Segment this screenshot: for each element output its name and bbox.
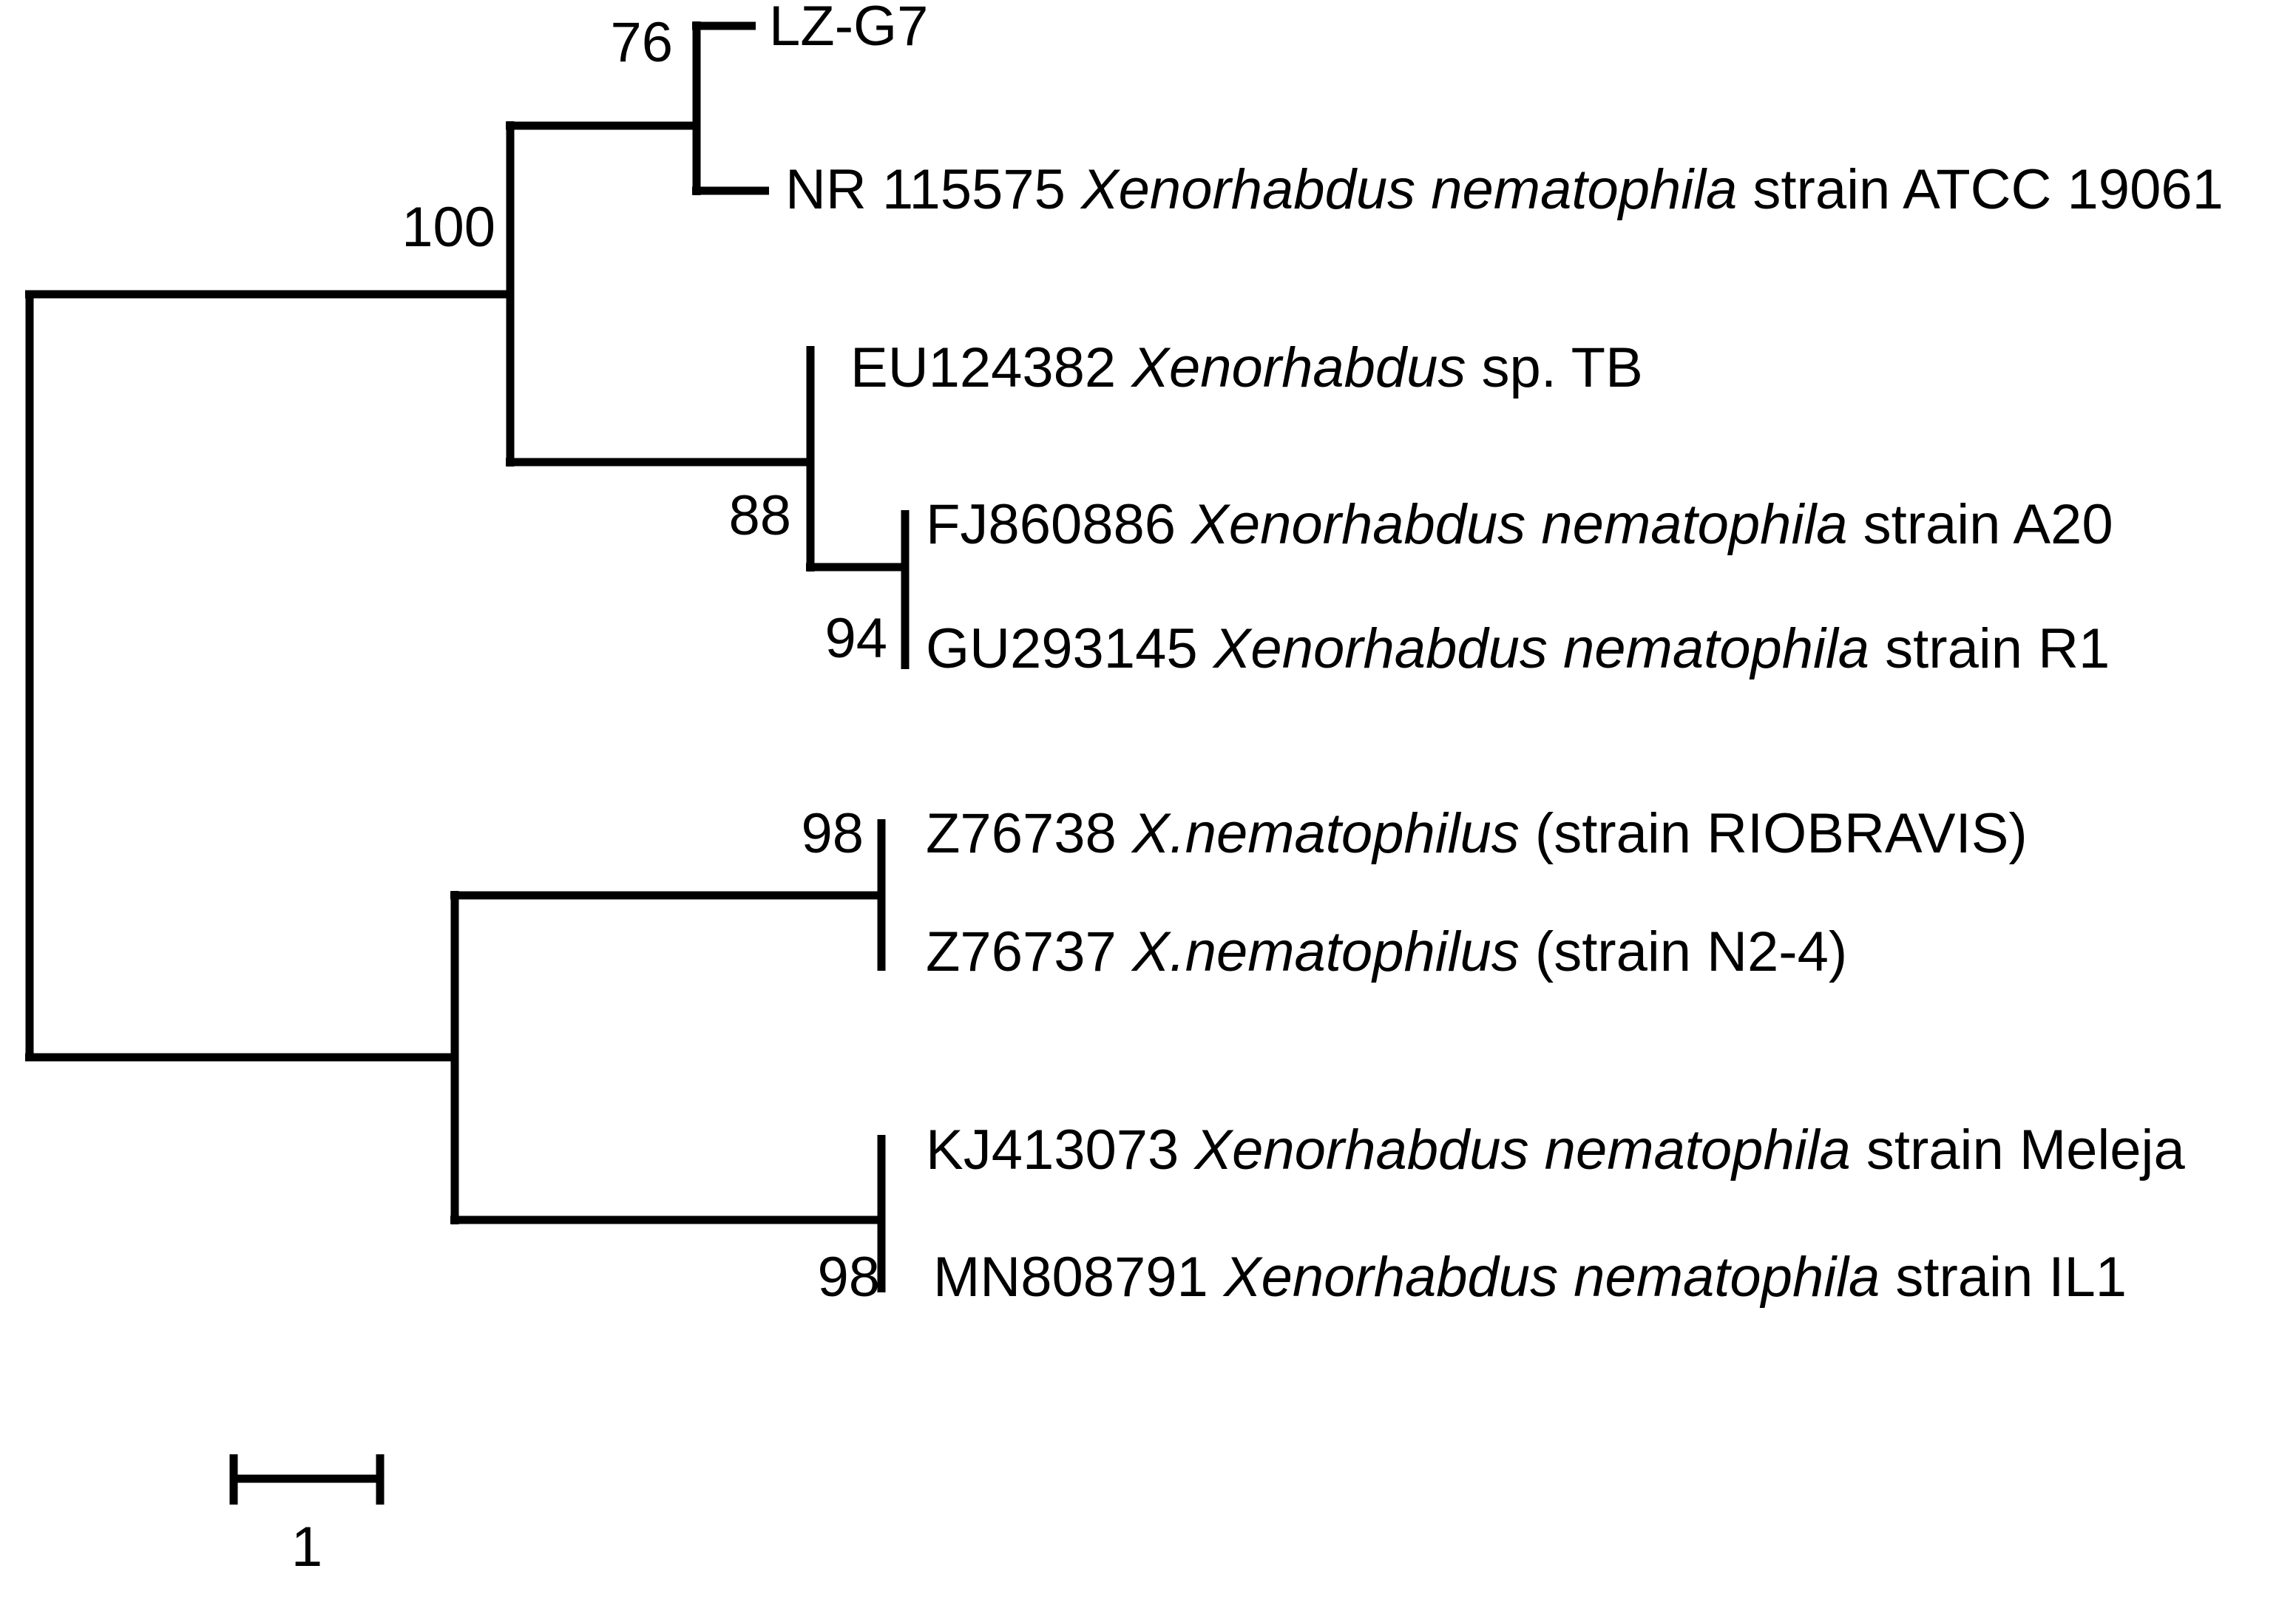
taxon-species-nr115575: Xenorhabdus nematophila: [1080, 158, 1738, 221]
bootstrap-label-98-lower: 98: [769, 1250, 880, 1306]
bootstrap-value-94: 94: [824, 607, 887, 670]
taxon-text-lz-g7: LZ-G7: [769, 0, 929, 58]
taxon-label-mn808791: MN808791 Xenorhabdus nematophila strain …: [933, 1250, 2127, 1306]
taxon-species-gu293145: Xenorhabdus nematophila: [1213, 617, 1870, 680]
scale-bar-value: 1: [291, 1516, 323, 1579]
taxon-accession-z76737: Z76737: [926, 920, 1132, 983]
taxon-accession-kj413073: KJ413073: [926, 1119, 1195, 1181]
taxon-label-lz-g7: LZ-G7: [769, 0, 928, 55]
taxon-label-z76737: Z76737 X.nematophilus (strain N2-4): [926, 924, 1847, 980]
taxon-accession-nr115575: NR 115575: [785, 158, 1081, 221]
bootstrap-value-88: 88: [728, 484, 791, 547]
taxon-strain-kj413073: strain Meleja: [1850, 1119, 2185, 1181]
taxon-strain-eu124382: sp. TB: [1466, 336, 1643, 399]
bootstrap-value-76: 76: [610, 11, 673, 74]
taxon-label-eu124382: EU124382 Xenorhabdus sp. TB: [850, 340, 1643, 396]
taxon-accession-z76738: Z76738: [926, 802, 1132, 865]
taxon-strain-fj860886: strain A20: [1847, 493, 2113, 556]
taxon-strain-nr115575: strain ATCC 19061: [1737, 158, 2224, 221]
taxon-label-nr115575: NR 115575 Xenorhabdus nematophila strain…: [785, 162, 2224, 218]
taxon-label-kj413073: KJ413073 Xenorhabdus nematophila strain …: [926, 1122, 2185, 1179]
bootstrap-label-100: 100: [355, 200, 495, 256]
taxon-strain-mn808791: strain IL1: [1880, 1246, 2127, 1309]
taxon-label-gu293145: GU293145 Xenorhabdus nematophila strain …: [926, 621, 2110, 677]
taxon-species-z76737: X.nematophilus: [1131, 920, 1520, 983]
taxon-label-fj860886: FJ860886 Xenorhabdus nematophila strain …: [926, 497, 2113, 553]
taxon-accession-gu293145: GU293145: [926, 617, 1213, 680]
bootstrap-label-76: 76: [562, 15, 673, 71]
bootstrap-label-94: 94: [776, 611, 887, 667]
taxon-species-fj860886: Xenorhabdus nematophila: [1191, 493, 1848, 556]
taxon-species-z76738: X.nematophilus: [1131, 802, 1520, 865]
taxon-strain-z76738: (strain RIOBRAVIS): [1519, 802, 2028, 865]
taxon-species-mn808791: Xenorhabdus nematophila: [1223, 1246, 1880, 1309]
bootstrap-label-98-upper: 98: [753, 806, 864, 862]
taxon-accession-eu124382: EU124382: [850, 336, 1132, 399]
bootstrap-value-98-upper: 98: [801, 802, 864, 865]
taxon-label-z76738: Z76738 X.nematophilus (strain RIOBRAVIS): [926, 806, 2028, 862]
scale-bar-label: 1: [233, 1519, 381, 1576]
taxon-species-kj413073: Xenorhabdus nematophila: [1194, 1119, 1851, 1181]
bootstrap-label-88: 88: [680, 488, 791, 544]
taxon-species-eu124382: Xenorhabdus: [1131, 336, 1466, 399]
taxon-strain-z76737: (strain N2-4): [1519, 920, 1848, 983]
bootstrap-value-100: 100: [402, 196, 495, 259]
bootstrap-value-98-lower: 98: [817, 1246, 880, 1309]
taxon-strain-gu293145: strain R1: [1869, 617, 2110, 680]
taxon-accession-mn808791: MN808791: [933, 1246, 1224, 1309]
taxon-accession-fj860886: FJ860886: [926, 493, 1192, 556]
